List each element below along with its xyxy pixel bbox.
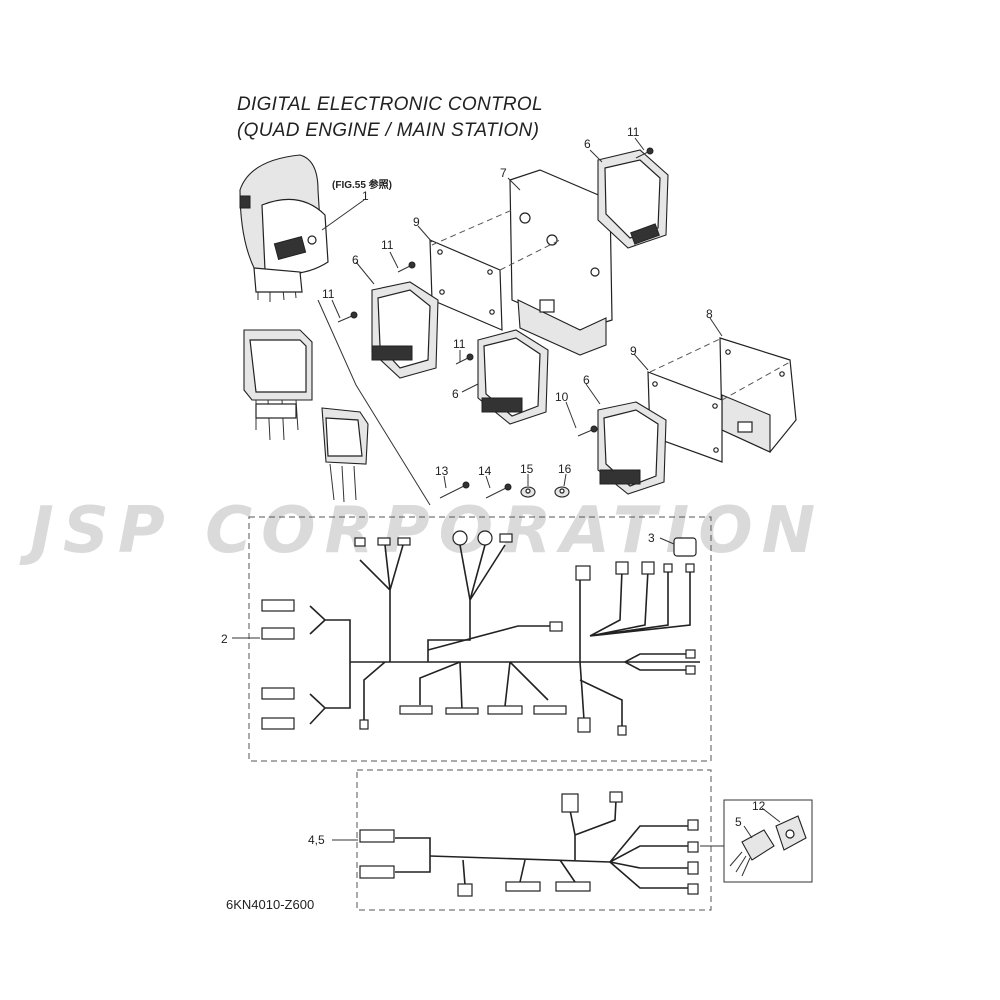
leader-lines [232,137,781,841]
side-module-lower [321,407,369,503]
ecu-6-right [597,401,667,495]
diagram-code: 6KN4010-Z600 [226,897,315,912]
bolt-11-left [337,311,358,323]
callout-3: 3 [648,531,655,545]
callout-11-middle: 11 [453,337,466,351]
callout-6-left: 6 [352,253,359,267]
diagram-title: DIGITAL ELECTRONIC CONTROL [237,94,543,115]
connector-detail-box [723,799,813,883]
callout-9-right: 9 [630,344,637,358]
bolt-11-top [635,147,654,159]
wire-harness-2 [261,530,700,736]
washer-16 [554,486,570,498]
callout-11-top: 11 [627,125,640,139]
ecu-6-middle [477,329,549,425]
callout-6-middle: 6 [452,387,459,401]
callout-16: 16 [558,462,572,476]
callout-numbers: 1 11 6 7 9 11 6 11 11 6 8 9 6 10 13 14 1… [221,125,766,847]
bracket-8 [719,337,797,453]
plate-9-top [429,209,561,331]
callout-8: 8 [706,307,713,321]
callout-11-left: 11 [322,287,335,301]
bolt-10 [577,425,598,437]
harness-2-box [248,516,712,762]
screw-14 [485,483,512,499]
callout-13: 13 [435,464,449,478]
bolt-11-middle [455,353,474,365]
callout-12: 12 [752,799,766,813]
callout-9-top: 9 [413,215,420,229]
figure-reference: (FIG.55 参照) [332,180,393,191]
bracket-7 [509,169,613,356]
diagram-subtitle: (QUAD ENGINE / MAIN STATION) [237,120,540,141]
harness-45-box [356,769,712,911]
connector-5 [729,829,775,877]
control-lever [239,154,329,302]
callout-14: 14 [478,464,492,478]
callout-10: 10 [555,390,569,404]
ecu-6-left [371,281,439,379]
callout-5: 5 [735,815,742,829]
connector-12 [775,815,807,851]
side-module-upper [243,329,313,441]
wire-harness-45 [359,791,699,897]
plate-9-right [647,337,791,463]
callout-1: 1 [362,189,369,203]
callout-6-right: 6 [583,373,590,387]
callout-6-top: 6 [584,137,591,151]
screw-13 [439,481,470,499]
callout-7: 7 [500,166,507,180]
callout-15: 15 [520,462,534,476]
callout-2: 2 [221,632,228,646]
bolt-11-upper-left [397,261,416,273]
callout-11-upper-left: 11 [381,238,394,252]
nut-15 [520,486,536,498]
ecu-6-top [597,149,669,249]
callout-4-5: 4,5 [308,833,325,847]
